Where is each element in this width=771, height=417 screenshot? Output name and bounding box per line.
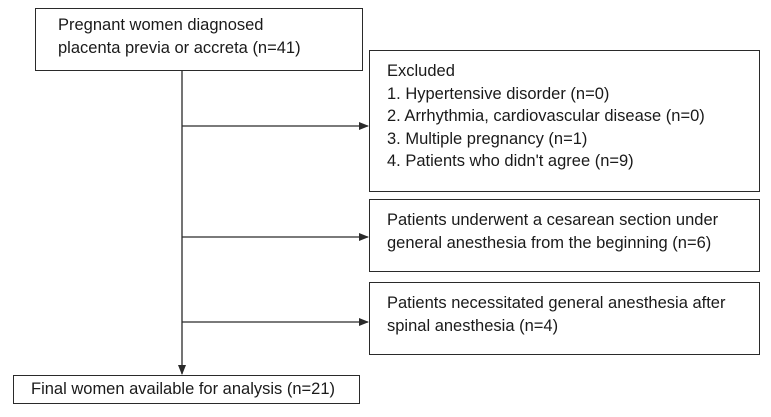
general-anesthesia-text-line: general anesthesia from the beginning (n…: [387, 233, 712, 252]
enrollment-box: Pregnant women diagnosed placenta previa…: [35, 8, 363, 71]
enrollment-text-line: Pregnant women diagnosed: [58, 16, 264, 34]
excluded-box: Excluded 1. Hypertensive disorder (n=0) …: [369, 50, 760, 192]
excluded-heading: Excluded: [387, 62, 455, 80]
final-analysis-text: Final women available for analysis (n=21…: [31, 380, 336, 398]
exclusion-item: 4. Patients who didn't agree (n=9): [387, 152, 634, 170]
exclusion-item: 2. Arrhythmia, cardiovascular disease (n…: [387, 107, 705, 125]
enrollment-text-line: placenta previa or accreta (n=41): [58, 38, 301, 57]
final-analysis-box: Final women available for analysis (n=21…: [13, 375, 360, 404]
exclusion-item: 1. Hypertensive disorder (n=0): [387, 84, 610, 103]
exclusion-item: 3. Multiple pregnancy (n=1): [387, 129, 588, 148]
conversion-text-line: spinal anesthesia (n=4): [387, 316, 559, 335]
general-anesthesia-box: Patients underwent a cesarean section un…: [369, 199, 760, 272]
conversion-text-line: Patients necessitated general anesthesia…: [387, 294, 726, 312]
conversion-box: Patients necessitated general anesthesia…: [369, 282, 760, 355]
general-anesthesia-text-line: Patients underwent a cesarean section un…: [387, 211, 719, 229]
